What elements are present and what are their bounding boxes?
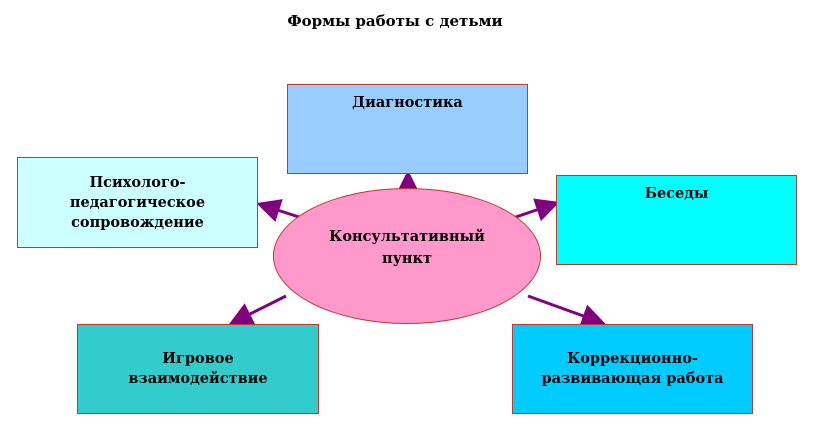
- arrow-to-talks: [512, 198, 560, 222]
- node-psych: Психолого- педагогическое сопровождение: [17, 157, 258, 248]
- node-game: Игровое взаимодействие: [77, 324, 319, 414]
- center-ellipse: [273, 188, 541, 324]
- node-diagnostics-line1: Диагностика: [352, 94, 463, 111]
- node-correction-label: Коррекционно- развивающая работа: [541, 349, 723, 389]
- node-psych-line1: Психолого-: [89, 173, 186, 191]
- node-talks: Беседы: [556, 175, 797, 265]
- node-correction: Коррекционно- развивающая работа: [512, 324, 753, 414]
- center-line1: Консультативный: [329, 228, 485, 245]
- node-psych-line3: сопровождение: [71, 213, 204, 231]
- arrow-to-game: [228, 294, 287, 325]
- arrow-to-correction: [527, 294, 606, 328]
- diagram-title: Формы работы с детьми: [287, 12, 503, 30]
- center-label: Консультативный пункт: [273, 226, 541, 270]
- node-correction-line1: Коррекционно-: [567, 350, 698, 367]
- node-psych-label: Психолого- педагогическое сопровождение: [70, 173, 205, 233]
- center-line2: пункт: [382, 250, 432, 267]
- node-talks-label: Беседы: [645, 184, 709, 204]
- arrow-to-psych: [256, 199, 303, 222]
- node-psych-line2: педагогическое: [69, 193, 206, 211]
- node-correction-line2: развивающая работа: [541, 370, 724, 387]
- node-diagnostics-label: Диагностика: [352, 93, 463, 113]
- node-game-line2: взаимодействие: [128, 370, 268, 387]
- node-diagnostics: Диагностика: [287, 84, 528, 174]
- node-game-line1: Игровое: [162, 350, 234, 367]
- node-talks-line1: Беседы: [644, 185, 709, 202]
- node-game-label: Игровое взаимодействие: [128, 349, 267, 389]
